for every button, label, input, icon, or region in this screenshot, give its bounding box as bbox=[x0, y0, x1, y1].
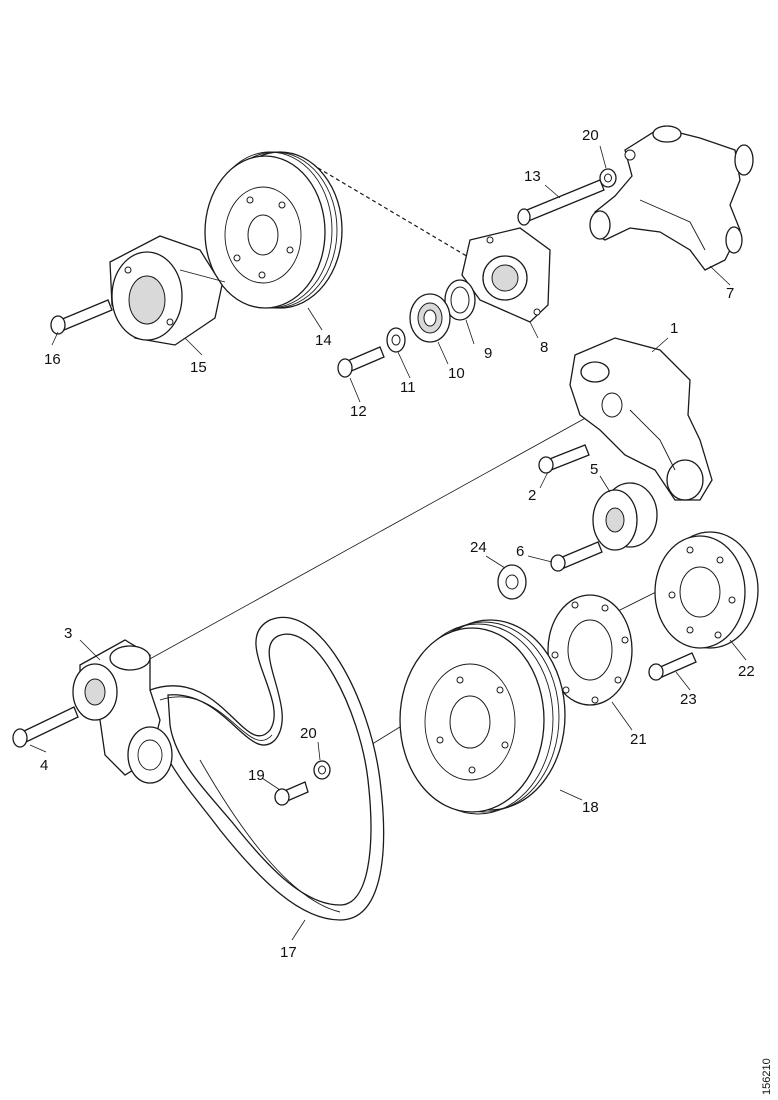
bolt-part-13 bbox=[517, 179, 605, 226]
callout-18: 18 bbox=[582, 799, 599, 816]
bolt-part-12 bbox=[337, 346, 385, 378]
bolt-part-19 bbox=[274, 781, 309, 806]
pulley-part-14 bbox=[204, 151, 343, 309]
callout-13: 13 bbox=[524, 168, 541, 185]
callout-20-lower: 20 bbox=[300, 725, 317, 742]
washer-part-20-lower bbox=[313, 760, 331, 780]
callout-15: 15 bbox=[190, 359, 207, 376]
callout-16: 16 bbox=[44, 351, 61, 368]
callout-20-top: 20 bbox=[582, 127, 599, 144]
bearing-part-10 bbox=[409, 293, 451, 343]
crank-pulley-part-18 bbox=[399, 619, 566, 815]
bolt-part-2 bbox=[538, 444, 590, 474]
callout-21: 21 bbox=[630, 731, 647, 748]
callout-10: 10 bbox=[448, 365, 465, 382]
callout-6: 6 bbox=[516, 543, 524, 560]
callout-2: 2 bbox=[528, 487, 536, 504]
callout-leaders bbox=[29, 145, 747, 941]
plate-part-21 bbox=[547, 594, 633, 706]
callout-4: 4 bbox=[40, 757, 48, 774]
callout-8: 8 bbox=[540, 339, 548, 356]
callout-3: 3 bbox=[64, 625, 72, 642]
washer-part-20-top bbox=[599, 168, 617, 188]
bolt-part-16 bbox=[50, 299, 113, 335]
callout-5: 5 bbox=[590, 461, 598, 478]
callout-19: 19 bbox=[248, 767, 265, 784]
callout-11: 11 bbox=[400, 379, 416, 396]
callout-14: 14 bbox=[315, 332, 332, 349]
idler-pulley-part-5 bbox=[592, 482, 658, 551]
damper-part-22 bbox=[654, 531, 759, 649]
hub-part-15 bbox=[109, 235, 226, 346]
spacer-part-11 bbox=[386, 327, 406, 353]
callout-labels: 1 2 3 4 5 6 7 8 9 10 11 12 13 14 15 16 1… bbox=[40, 127, 755, 961]
callout-9: 9 bbox=[484, 345, 492, 362]
callout-23: 23 bbox=[680, 691, 697, 708]
bolt-part-6 bbox=[550, 541, 603, 572]
tensioner-bracket-part-1 bbox=[569, 337, 713, 501]
callout-24: 24 bbox=[470, 539, 487, 556]
bracket-part-7 bbox=[589, 125, 754, 271]
bolt-part-23 bbox=[648, 652, 697, 681]
bolt-part-4 bbox=[12, 706, 79, 748]
callout-7: 7 bbox=[726, 285, 734, 302]
callout-22: 22 bbox=[738, 663, 755, 680]
cap-part-24 bbox=[497, 564, 527, 600]
tensioner-part-3 bbox=[72, 639, 173, 784]
flange-housing-part-8 bbox=[461, 227, 551, 323]
seal-ring-part-9 bbox=[444, 279, 476, 321]
drawing-number: 156210 bbox=[761, 1058, 773, 1095]
poly-v-belt-part-17 bbox=[149, 616, 385, 921]
callout-12: 12 bbox=[350, 403, 367, 420]
callout-17: 17 bbox=[280, 944, 297, 961]
callout-1: 1 bbox=[670, 320, 678, 337]
